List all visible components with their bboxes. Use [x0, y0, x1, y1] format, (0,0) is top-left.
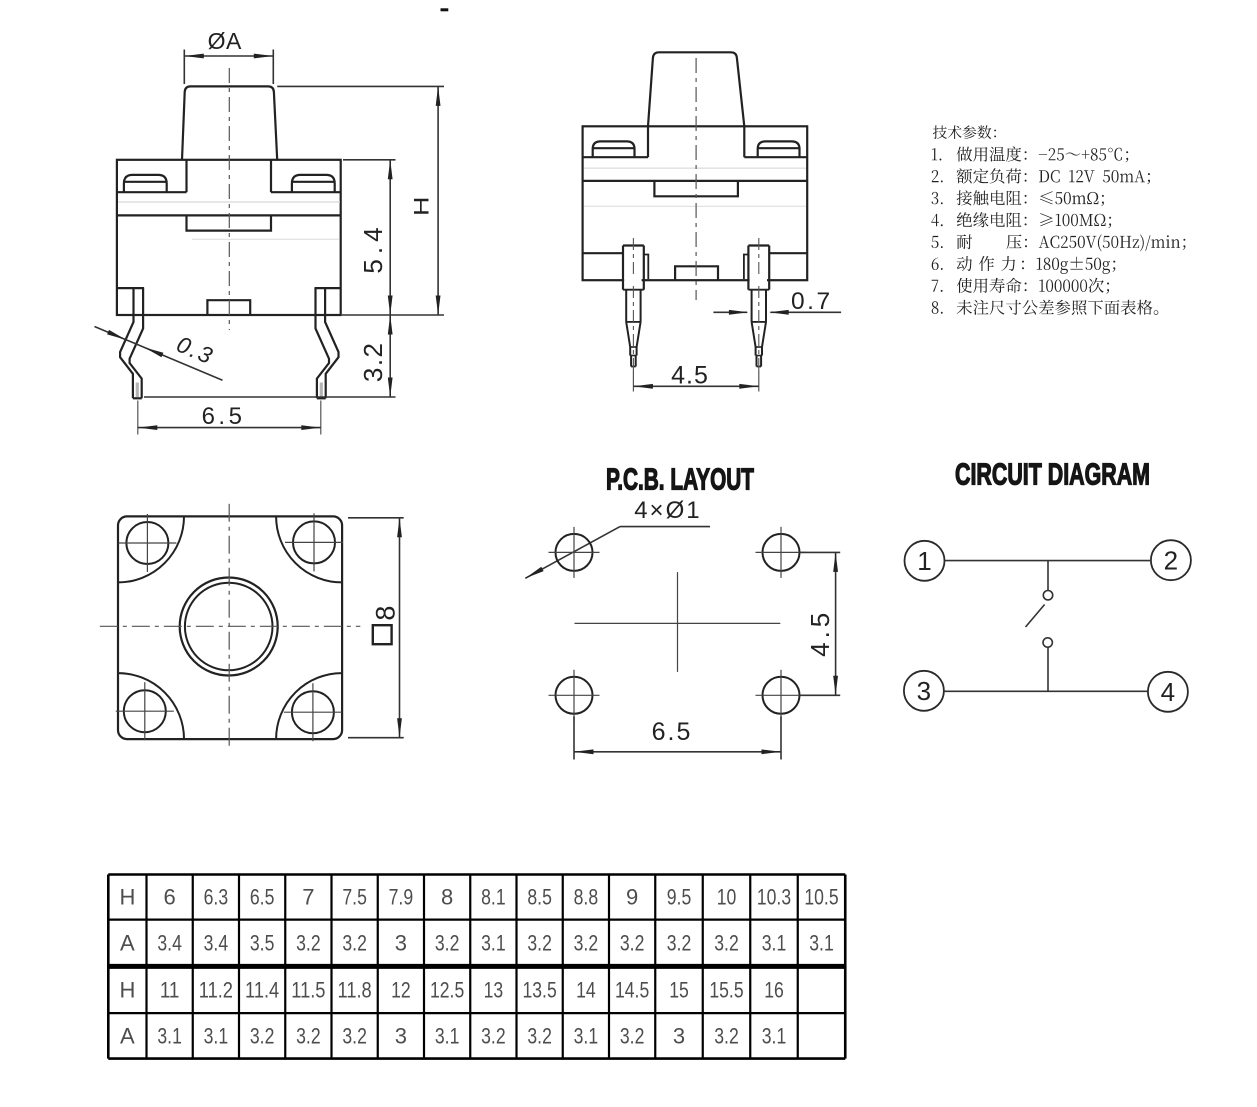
svg-text:ØA: ØA	[208, 28, 242, 54]
svg-text:11.4: 11.4	[245, 977, 279, 1002]
svg-text:3.2: 3.2	[296, 1023, 321, 1048]
svg-text:3.2: 3.2	[714, 931, 739, 956]
svg-text:10.3: 10.3	[757, 885, 791, 910]
svg-text:9.5: 9.5	[667, 885, 692, 910]
svg-text:13: 13	[484, 977, 504, 1002]
svg-text:4.5: 4.5	[671, 362, 709, 390]
svg-text:3.2: 3.2	[620, 1023, 645, 1048]
svg-text:7.5: 7.5	[342, 885, 367, 910]
svg-text:4: 4	[1161, 677, 1175, 707]
svg-text:3.2: 3.2	[481, 1023, 506, 1048]
svg-text:9: 9	[626, 885, 638, 910]
svg-text:3.1: 3.1	[157, 1023, 182, 1048]
svg-text:H: H	[119, 885, 135, 910]
svg-text:3: 3	[395, 1023, 407, 1048]
svg-text:7.9: 7.9	[389, 885, 414, 910]
svg-text:13.5: 13.5	[523, 977, 557, 1002]
svg-text:11.5: 11.5	[291, 977, 325, 1002]
svg-text:H: H	[119, 977, 135, 1002]
svg-text:12.5: 12.5	[430, 977, 464, 1002]
svg-text:4×Ø1: 4×Ø1	[634, 497, 701, 524]
svg-text:8: 8	[371, 606, 401, 621]
svg-text:A: A	[120, 931, 135, 956]
svg-text:2: 2	[1164, 546, 1178, 576]
svg-text:3.1: 3.1	[481, 931, 506, 956]
svg-text:4.5: 4.5	[805, 609, 835, 657]
svg-text:A: A	[120, 1023, 135, 1048]
svg-text:8.5: 8.5	[527, 885, 552, 910]
svg-text:1: 1	[917, 546, 931, 576]
svg-text:3.2: 3.2	[342, 931, 367, 956]
svg-text:3.1: 3.1	[762, 931, 787, 956]
svg-text:5.4: 5.4	[358, 222, 388, 273]
svg-text:H: H	[410, 197, 433, 217]
svg-text:3.1: 3.1	[574, 1023, 599, 1048]
svg-text:0.7: 0.7	[791, 288, 833, 315]
svg-text:3.2: 3.2	[620, 931, 645, 956]
svg-text:14: 14	[576, 977, 596, 1002]
svg-text:10.5: 10.5	[804, 885, 838, 910]
svg-text:3: 3	[673, 1023, 685, 1048]
svg-text:15.5: 15.5	[709, 977, 743, 1002]
svg-text:15: 15	[669, 977, 689, 1002]
svg-text:6.5: 6.5	[652, 718, 693, 746]
svg-text:3.1: 3.1	[762, 1023, 787, 1048]
svg-text:7: 7	[302, 885, 314, 910]
svg-text:6.5: 6.5	[202, 403, 246, 430]
svg-text:8.1: 8.1	[481, 885, 506, 910]
svg-text:3.2: 3.2	[358, 341, 388, 382]
svg-text:8.8: 8.8	[574, 885, 599, 910]
svg-text:3.2: 3.2	[342, 1023, 367, 1048]
svg-text:14.5: 14.5	[615, 977, 649, 1002]
svg-text:10: 10	[717, 885, 737, 910]
svg-text:3.2: 3.2	[667, 931, 692, 956]
svg-text:6.3: 6.3	[204, 885, 229, 910]
svg-text:11.2: 11.2	[199, 977, 233, 1002]
svg-text:P.C.B. LAYOUT: P.C.B. LAYOUT	[606, 462, 754, 496]
svg-text:6.5: 6.5	[250, 885, 275, 910]
svg-text:3.2: 3.2	[714, 1023, 739, 1048]
svg-text:3.4: 3.4	[204, 931, 229, 956]
svg-text:3.2: 3.2	[527, 1023, 552, 1048]
svg-text:3: 3	[917, 676, 931, 706]
svg-text:3: 3	[395, 931, 407, 956]
svg-text:3.2: 3.2	[296, 931, 321, 956]
svg-text:0.3: 0.3	[173, 331, 218, 370]
svg-text:6: 6	[164, 885, 176, 910]
svg-text:3.2: 3.2	[435, 931, 460, 956]
svg-text:8: 8	[441, 885, 453, 910]
svg-text:12: 12	[391, 977, 411, 1002]
svg-text:3.2: 3.2	[250, 1023, 275, 1048]
svg-text:16: 16	[764, 977, 784, 1002]
svg-text:11.8: 11.8	[338, 977, 372, 1002]
svg-text:11: 11	[160, 977, 180, 1002]
svg-text:3.1: 3.1	[204, 1023, 229, 1048]
svg-text:3.5: 3.5	[250, 931, 275, 956]
svg-text:3.2: 3.2	[527, 931, 552, 956]
svg-text:CIRCUIT DIAGRAM: CIRCUIT DIAGRAM	[955, 458, 1150, 492]
svg-text:3.2: 3.2	[574, 931, 599, 956]
svg-text:3.1: 3.1	[809, 931, 834, 956]
svg-text:3.1: 3.1	[435, 1023, 460, 1048]
svg-text:3.4: 3.4	[157, 931, 182, 956]
